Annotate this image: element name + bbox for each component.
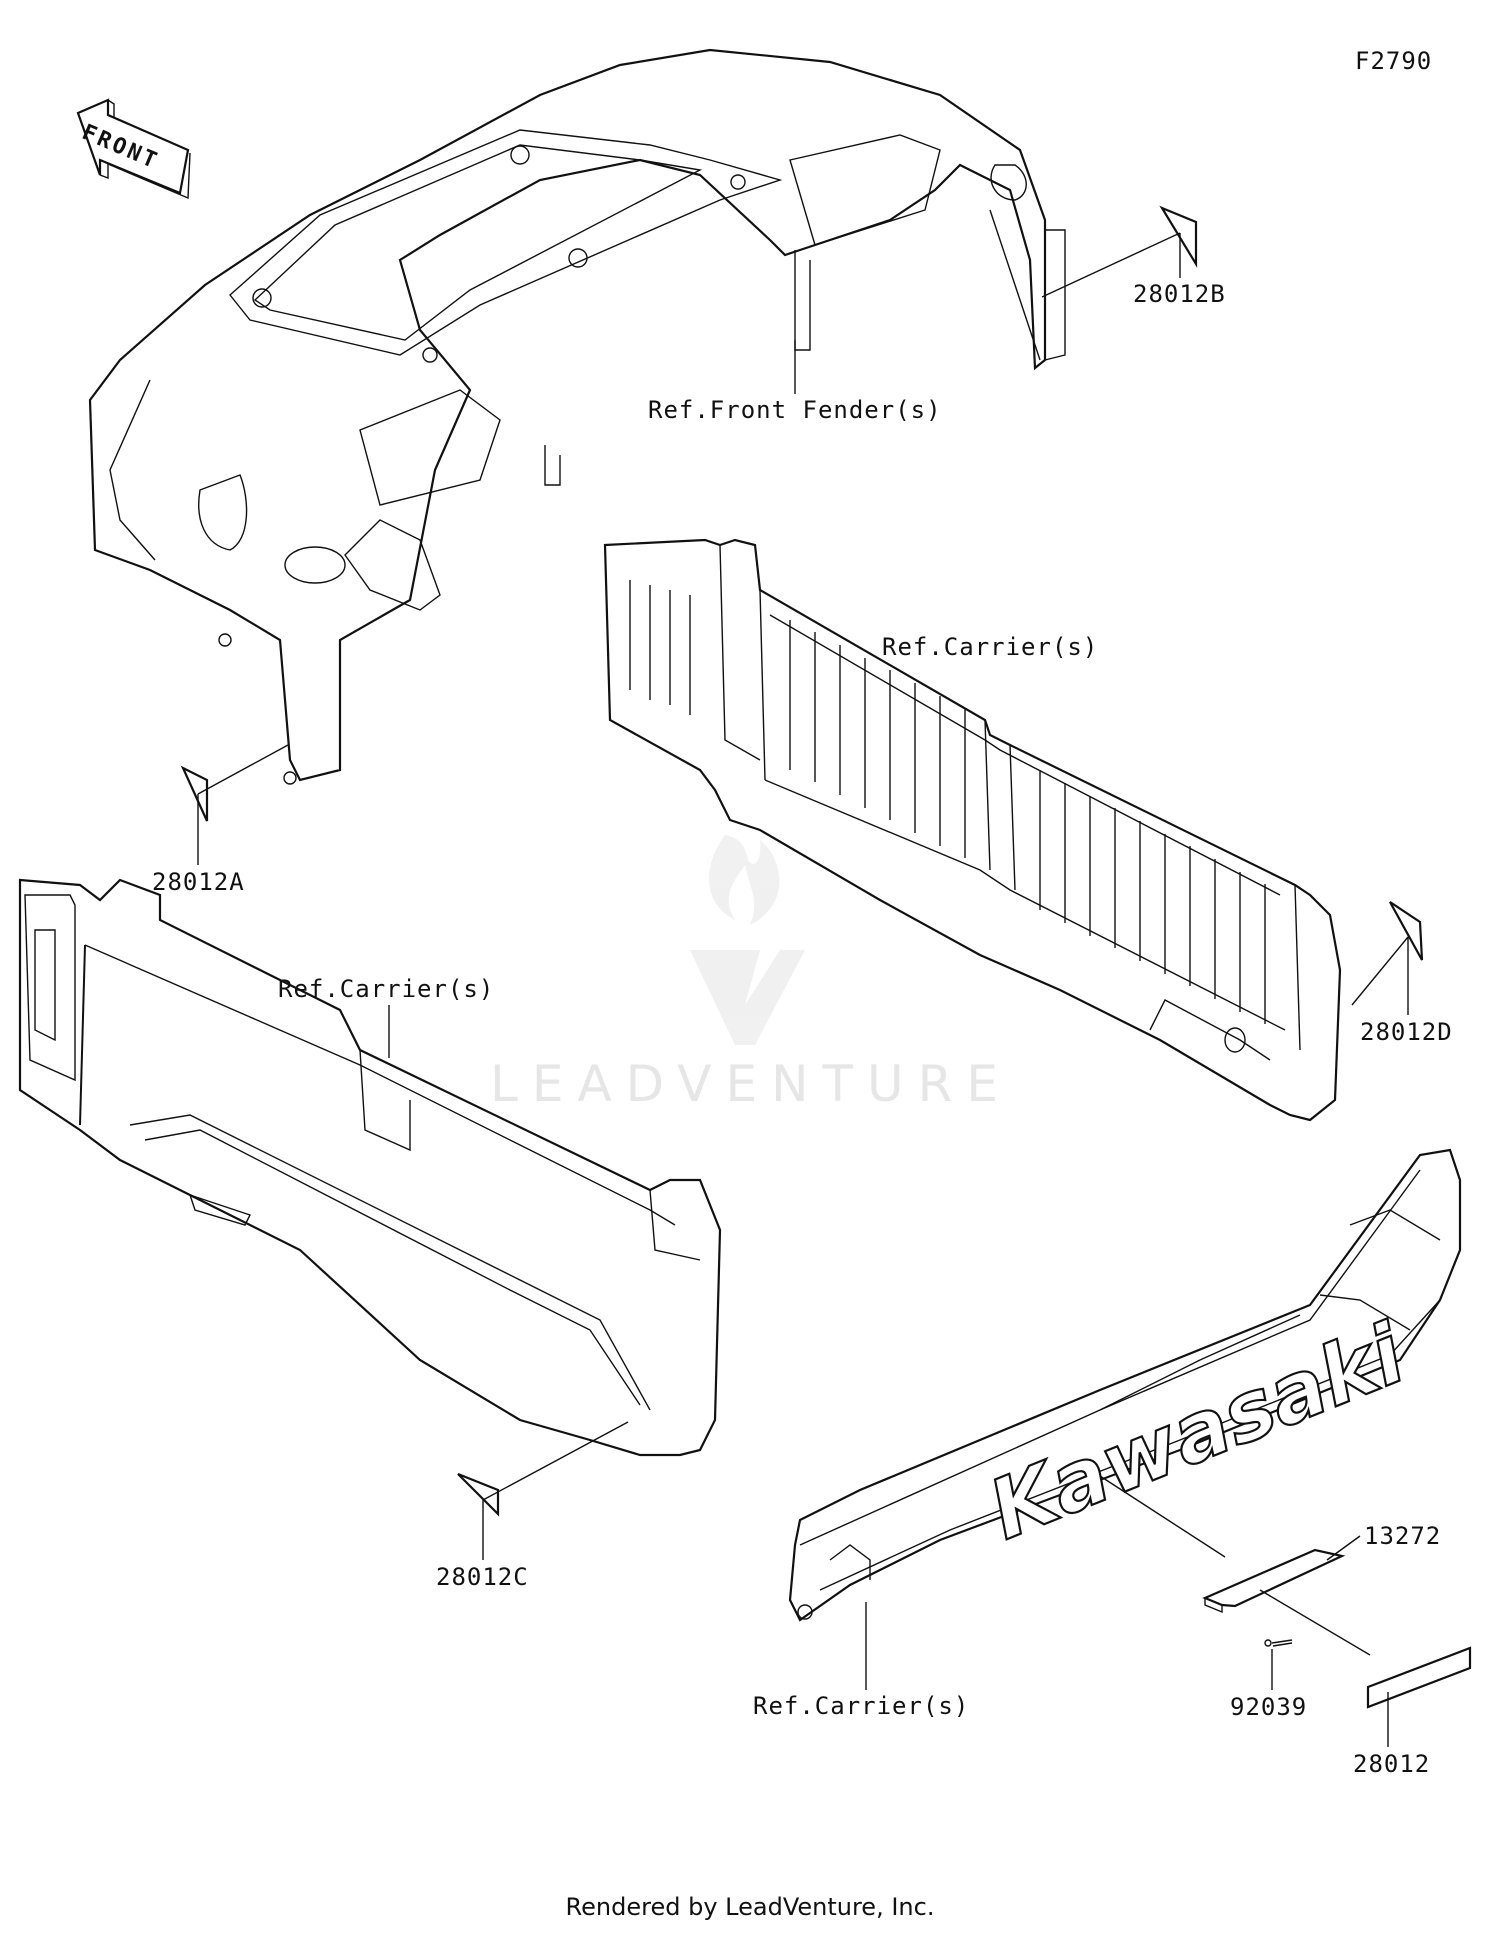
footer-credit: Rendered by LeadVenture, Inc.	[565, 1893, 935, 1921]
label-28012A-part	[180, 765, 209, 822]
screw-92039-part	[1264, 1639, 1293, 1647]
label-28012-part	[1366, 1646, 1472, 1709]
label-28012D-part	[1389, 901, 1424, 961]
callout-13272: 13272	[1364, 1522, 1442, 1550]
callout-ref-carrier-left: Ref.Carrier(s)	[278, 975, 495, 1003]
watermark-text: LEADVENTURE	[490, 1055, 1012, 1113]
label-28012C-part	[457, 1472, 500, 1517]
front-arrow-icon	[76, 98, 191, 200]
callout-28012C: 28012C	[436, 1563, 529, 1591]
front-cowl-part	[88, 48, 1066, 785]
tailgate-part: Kawasaki	[788, 1148, 1462, 1622]
callout-ref-carrier-bottom: Ref.Carrier(s)	[753, 1692, 970, 1720]
callout-ref-carrier-top: Ref.Carrier(s)	[882, 633, 1099, 661]
carrier-ribs	[629, 580, 1266, 1024]
callout-28012B: 28012B	[1133, 280, 1226, 308]
callout-28012A: 28012A	[152, 868, 245, 896]
carrier-rear-panel-part	[603, 538, 1342, 1122]
callout-28012: 28012	[1353, 1750, 1431, 1778]
callout-28012D: 28012D	[1360, 1018, 1453, 1046]
diagram-id: F2790	[1355, 47, 1433, 75]
callout-ref-front-fender: Ref.Front Fender(s)	[648, 396, 942, 424]
label-28012B-part	[1159, 205, 1198, 268]
watermark-logo	[690, 835, 805, 1045]
carrier-side-panel-part	[18, 878, 722, 1457]
callout-92039: 92039	[1230, 1693, 1308, 1721]
